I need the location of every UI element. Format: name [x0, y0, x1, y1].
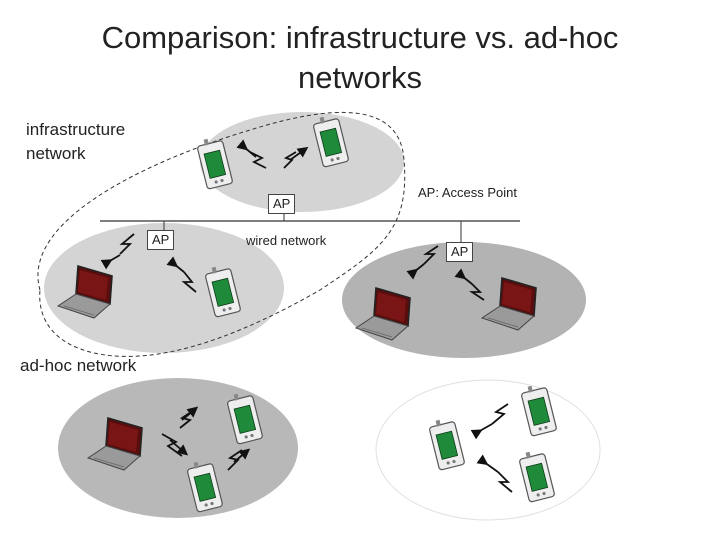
wireless-arrow-icon: [100, 254, 121, 270]
wireless-arrow-icon: [454, 268, 473, 285]
access-point-box: AP: [268, 194, 296, 214]
infrastructure-network-label: infrastructure network: [26, 120, 126, 163]
access-point-box: AP: [147, 230, 175, 250]
access-point-box: AP: [446, 242, 474, 262]
slide-title: Comparison: infrastructure vs. ad-hoc ne…: [0, 18, 720, 98]
wireless-arrow-icon: [476, 454, 499, 473]
wireless-arrow-icon: [406, 263, 425, 280]
title-line-1: Comparison: infrastructure vs. ad-hoc: [101, 20, 619, 55]
cell-adhoc-right: [375, 379, 601, 521]
wireless-arrow-icon: [289, 146, 309, 161]
cell-left: [44, 223, 284, 353]
wireless-arrow-icon: [166, 256, 185, 273]
access-point-legend: AP: Access Point: [418, 185, 517, 200]
wired-network-label: wired network: [246, 233, 327, 248]
ad-hoc-network-label: ad-hoc network: [20, 356, 137, 375]
cell-top: [200, 112, 404, 212]
wireless-arrow-icon: [470, 423, 493, 440]
wireless-arrow-icon: [249, 151, 267, 169]
infrastructure-boundary: [37, 111, 406, 357]
title-line-2: networks: [297, 60, 423, 95]
wireless-arrow-icon: [283, 151, 297, 169]
wireless-arrow-icon: [169, 439, 189, 456]
